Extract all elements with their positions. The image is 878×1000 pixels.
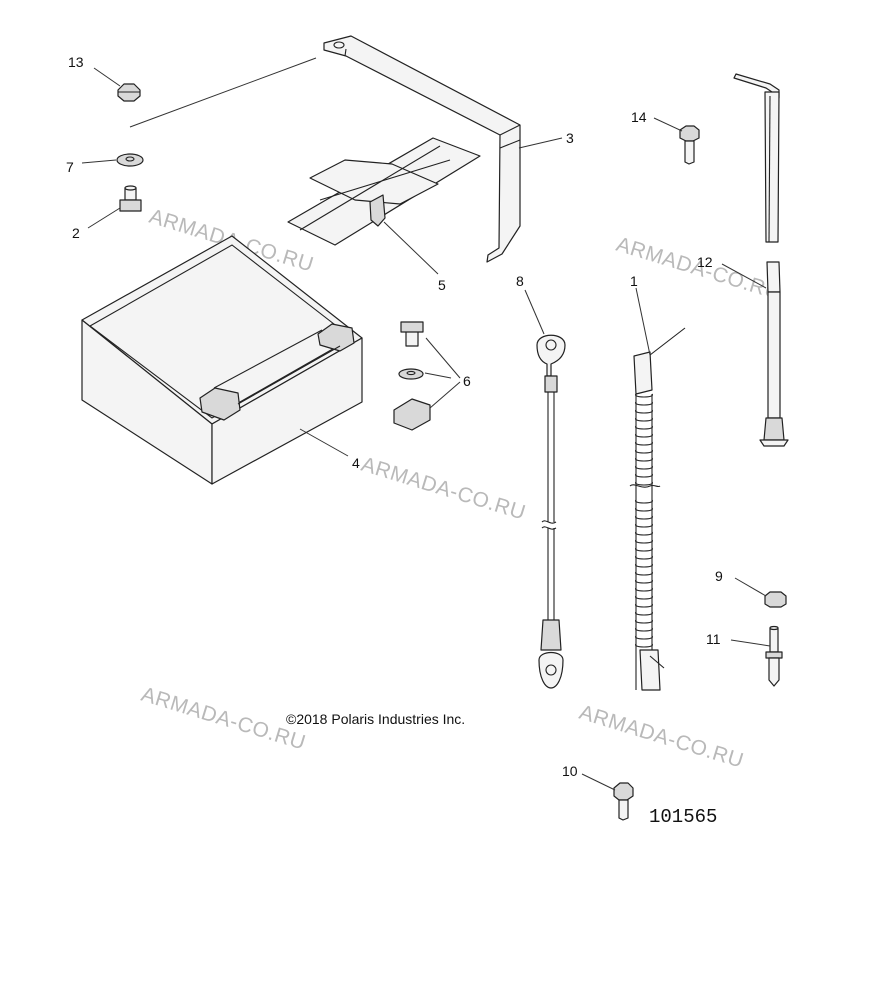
part-2-bolt bbox=[87, 185, 142, 229]
figure-number: 101565 bbox=[649, 806, 717, 828]
part-10-flange-bolt bbox=[581, 773, 634, 821]
part-9-nut bbox=[734, 577, 787, 608]
reference-line bbox=[129, 57, 317, 128]
callout-1: 1 bbox=[630, 273, 638, 289]
callout-3: 3 bbox=[566, 130, 574, 146]
part-5-hold-down bbox=[287, 137, 481, 275]
watermark-5: ARMADA-CO.RU bbox=[577, 701, 747, 773]
callout-14: 14 bbox=[631, 109, 647, 125]
callout-11: 11 bbox=[706, 631, 721, 647]
watermark-4: ARMADA-CO.RU bbox=[139, 683, 309, 755]
callout-7: 7 bbox=[66, 159, 74, 175]
callout-5: 5 bbox=[438, 277, 446, 293]
callout-8: 8 bbox=[516, 273, 524, 289]
part-8-cable bbox=[524, 289, 566, 689]
part-11-stud bbox=[730, 625, 783, 687]
watermark-3: ARMADA-CO.RU bbox=[359, 453, 529, 525]
copyright-text: ©2018 Polaris Industries Inc. bbox=[286, 711, 465, 727]
part-14-flange-bolt bbox=[653, 117, 700, 165]
part-13-flange-nut bbox=[93, 67, 141, 102]
callout-13: 13 bbox=[68, 54, 84, 70]
part-1-harness bbox=[629, 287, 686, 691]
callout-9: 9 bbox=[715, 568, 723, 584]
part-12-rod-upper bbox=[733, 73, 780, 243]
callout-6: 6 bbox=[463, 373, 471, 389]
callout-2: 2 bbox=[72, 225, 80, 241]
callout-10: 10 bbox=[562, 763, 578, 779]
callout-4: 4 bbox=[352, 455, 360, 471]
part-6-terminal-hardware bbox=[393, 321, 461, 431]
part-3-bracket bbox=[323, 35, 563, 263]
part-7-washer bbox=[81, 153, 144, 167]
part-4-battery bbox=[81, 235, 363, 485]
part-12-rod bbox=[721, 261, 789, 447]
callout-12: 12 bbox=[697, 254, 713, 270]
